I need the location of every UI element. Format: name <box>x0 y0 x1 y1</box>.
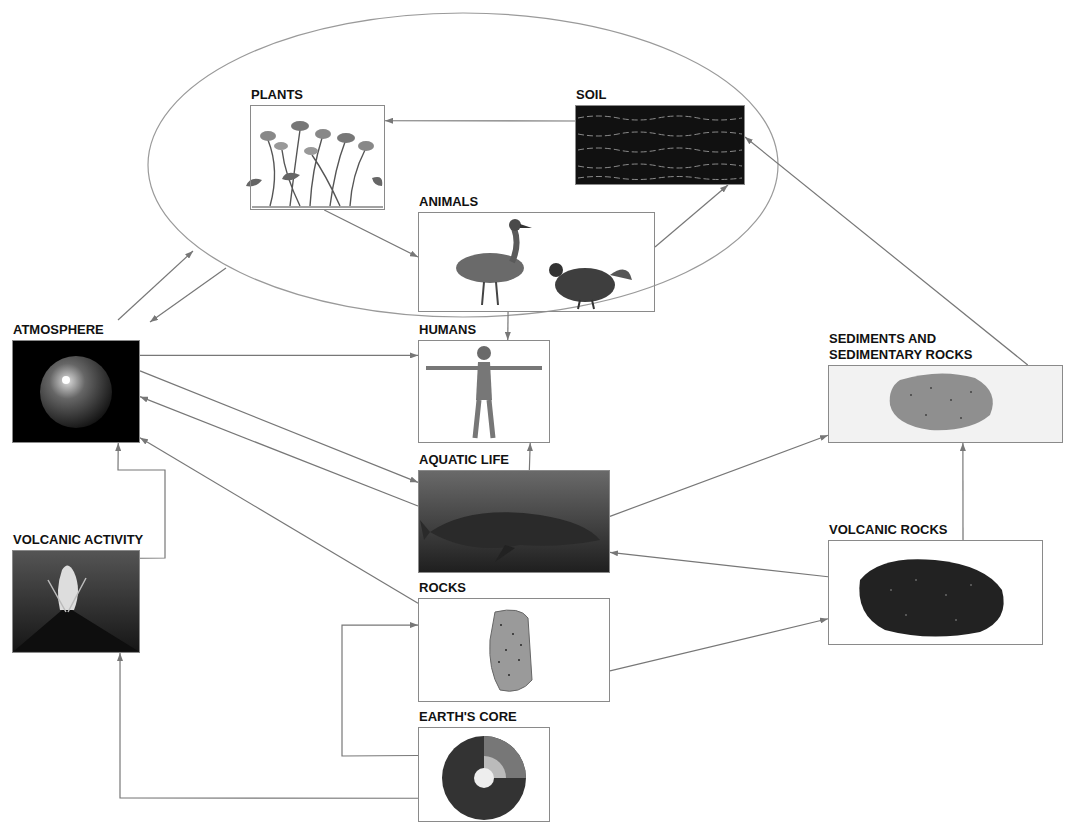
human-head <box>477 346 491 360</box>
picture-frame: VOLCANIC ROCKS <box>828 540 1043 645</box>
flow-arrow <box>745 137 1028 365</box>
flow-arrow <box>610 435 828 516</box>
soil-layers <box>578 116 742 180</box>
node-heading: ROCKS <box>419 580 466 596</box>
biosphere-ellipse <box>148 13 778 317</box>
bird-tail <box>610 270 632 280</box>
bird-neck <box>512 228 517 262</box>
node-heading: AQUATIC LIFE <box>419 452 509 468</box>
leaf <box>274 142 288 150</box>
sediment-grain <box>910 388 972 418</box>
picture-frame: VOLCANIC ACTIVITY <box>12 550 140 653</box>
node-heading: VOLCANIC ACTIVITY <box>13 532 143 548</box>
node-heading: SOIL <box>576 87 606 103</box>
sea-water <box>418 470 610 573</box>
bird-legs <box>482 282 498 305</box>
exchange-arrow <box>150 268 226 322</box>
rock-grain <box>498 625 522 675</box>
human-legs <box>475 400 493 438</box>
picture-frame: SOIL <box>575 105 745 185</box>
flow-arrow <box>342 625 418 756</box>
space-ground <box>12 340 140 443</box>
rock-pore <box>890 580 972 620</box>
leaf <box>337 133 355 143</box>
bird-head <box>549 263 563 277</box>
inner-core <box>474 768 494 788</box>
node-heading: HUMANS <box>419 322 476 338</box>
volcano-cone <box>14 610 138 651</box>
whale-fin <box>495 545 515 562</box>
whale-tail <box>420 520 430 540</box>
leaf <box>304 147 318 155</box>
leaf <box>358 141 374 151</box>
picture-frame: AQUATIC LIFE <box>418 470 610 573</box>
node-heading: PLANTS <box>251 87 303 103</box>
human-arms <box>426 366 542 370</box>
plants-picture <box>246 121 383 207</box>
soil-picture <box>575 105 745 185</box>
bird-beak <box>520 224 532 228</box>
exchange-arrow <box>118 251 193 320</box>
flow-arrow <box>324 210 418 257</box>
sediment-heap <box>890 373 993 430</box>
flow-arrow <box>610 552 828 576</box>
node-heading: SEDIMENTS AND SEDIMENTARY ROCKS <box>829 331 979 363</box>
flow-arrow <box>120 653 418 798</box>
lava-spray <box>48 578 86 612</box>
picture-frame: ANIMALS <box>418 212 655 312</box>
flow-arrow <box>610 619 828 671</box>
flow-arrow <box>140 371 418 482</box>
volcanic-rock-picture <box>859 559 1003 636</box>
picture-frame: ROCKS <box>418 598 610 702</box>
flow-arrow <box>655 185 728 247</box>
node-heading: ATMOSPHERE <box>13 322 104 338</box>
earth-sphere <box>442 736 526 820</box>
human-picture <box>426 346 542 438</box>
globe-highlight <box>62 376 70 384</box>
atmosphere-picture <box>12 340 140 443</box>
aquatic-picture <box>418 470 610 573</box>
sediment-ground <box>828 365 1063 443</box>
flow-arrow <box>140 397 418 506</box>
flow-arrow <box>507 312 508 340</box>
sediment-picture <box>828 365 1063 443</box>
flow-arrow <box>385 120 575 121</box>
sky-ground <box>12 550 140 653</box>
ground-line <box>252 207 383 208</box>
flow-arrow <box>140 438 418 603</box>
node-heading: ANIMALS <box>419 194 478 210</box>
bird-head <box>509 219 521 231</box>
animals-picture <box>456 219 632 309</box>
connector-group <box>118 121 1028 799</box>
picture-frame: ATMOSPHERE <box>12 340 140 443</box>
bird-body <box>555 268 615 302</box>
leaf <box>315 129 331 139</box>
whale-body <box>430 512 600 548</box>
flow-arrow <box>962 443 963 540</box>
node-heading: EARTH'S CORE <box>419 709 517 725</box>
picture-frame: EARTH'S CORE <box>418 727 550 822</box>
flow-arrow <box>140 355 418 356</box>
picture-frame: HUMANS <box>418 340 550 443</box>
plant-stems <box>268 130 365 206</box>
leaf <box>246 173 382 187</box>
leaf <box>260 131 276 141</box>
node-heading: VOLCANIC ROCKS <box>829 522 947 538</box>
volcano-picture <box>12 550 140 653</box>
volcanic-rock-blob <box>859 559 1003 636</box>
core-picture <box>442 736 526 820</box>
leaf <box>291 121 309 131</box>
picture-frame: SEDIMENTS AND SEDIMENTARY ROCKS <box>828 365 1063 443</box>
flow-arrow <box>529 443 531 470</box>
globe <box>40 356 112 428</box>
rock-picture <box>490 610 532 691</box>
picture-frame: PLANTS <box>250 105 385 210</box>
bird-legs <box>578 300 594 309</box>
soil-ground <box>575 105 745 185</box>
rock-blob <box>490 610 532 691</box>
